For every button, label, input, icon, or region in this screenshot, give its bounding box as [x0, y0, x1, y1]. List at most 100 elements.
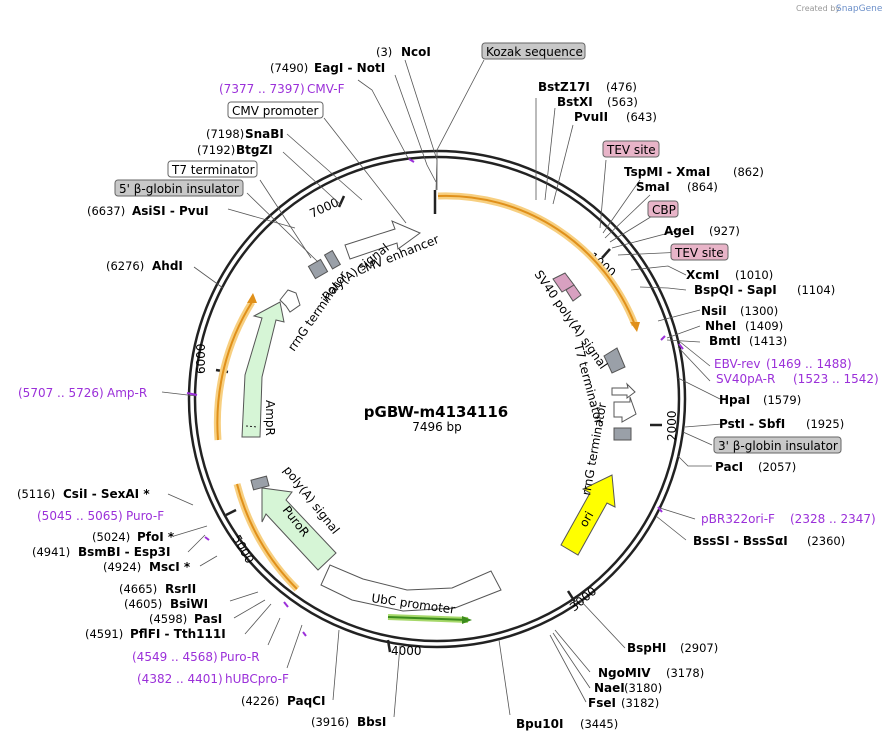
site-msci: MscI * [149, 560, 191, 574]
site-bstxi-pos: (563) [607, 95, 638, 109]
tick-3000: 3000 [567, 584, 599, 614]
site-bpu10i: Bpu10I [516, 717, 563, 731]
beta-globin-3-box [613, 427, 632, 441]
orf-arc-top-right-head [630, 322, 640, 332]
polya-box-top [323, 249, 342, 270]
site-smai: SmaI [636, 180, 670, 194]
site-bsiwi: BsiWI [170, 597, 208, 611]
site-tspmi-pos: (862) [733, 165, 764, 179]
site-csii: CsiI - SexAI * [63, 487, 150, 501]
site-ahdi-pos: (6276) [106, 259, 144, 273]
primer-pbr: pBR322ori-F [701, 512, 775, 526]
site-bsiwi-pos: (4605) [124, 597, 162, 611]
site-nsii-pos: (1300) [740, 304, 778, 318]
orf-arc-left-head [247, 293, 257, 303]
site-bsphi-pos: (2907) [680, 641, 718, 655]
primer-puror: Puro-R [220, 650, 260, 664]
rrng-term-arrow-right [613, 396, 637, 423]
site-naei: NaeI [594, 681, 625, 695]
primer-sv40: SV40pA-R [716, 372, 775, 386]
backbone-inner [193, 155, 681, 643]
site-naei-pos: (3180) [624, 681, 662, 695]
tick-2000: 2000 [665, 410, 679, 441]
tick-5000: 5000 [229, 533, 256, 566]
site-bstz17i-pos: (476) [606, 80, 637, 94]
site-bstz17i: BstZ17I [538, 80, 590, 94]
enzyme-labels-right: BstZ17I (476) BstXI (563) PvuII (643) Ts… [516, 80, 845, 731]
site-pvuii-pos: (643) [626, 110, 657, 124]
tick-marks [215, 190, 662, 653]
rrng-small-arrow [279, 289, 301, 313]
site-bbsi-pos: (3916) [311, 715, 349, 729]
site-rsrii-pos: (4665) [119, 582, 157, 596]
leader-lines [161, 59, 723, 718]
site-agei: AgeI [664, 224, 694, 238]
site-bsmbi: BsmBI - Esp3I [78, 545, 170, 559]
cmv-enhancer-arrow [344, 220, 422, 260]
primer-ebv: EBV-rev [714, 357, 760, 371]
primer-ampr-range: (5707 .. 5726) [18, 386, 104, 400]
site-psti-pos: (1925) [806, 417, 844, 431]
site-pasi: PasI [194, 612, 222, 626]
credit-prefix: Created by [796, 4, 840, 13]
primer-ampr: Amp-R [107, 386, 147, 400]
site-nhei-pos: (1409) [745, 319, 783, 333]
ori-arrow [560, 474, 616, 556]
site-paci-pos: (2057) [758, 460, 796, 474]
orf-ubc-green-line [387, 616, 469, 621]
site-asisi-pos: (6637) [87, 204, 125, 218]
enzyme-labels-left: (3) NcoI (7490) EagI - NotI (7198) SnaBI… [17, 45, 431, 729]
site-pflfi: PflFI - Tth111I [130, 627, 226, 641]
primer-hubc-range: (4382 .. 4401) [137, 672, 223, 686]
site-pvuii: PvuII [574, 110, 608, 124]
site-bsssi: BssSI - BssSαI [693, 534, 788, 548]
site-hpai: HpaI [719, 393, 750, 407]
ubc-promoter-arrow [320, 564, 502, 612]
site-msci-pos: (4924) [103, 560, 141, 574]
site-pfoi: PfoI * [137, 530, 175, 544]
tick-6000: 6000 [194, 343, 208, 374]
feature-tev-1: TEV site [606, 143, 656, 157]
site-bsphi: BspHI [627, 641, 666, 655]
primer-hubc: hUBCpro-F [225, 672, 289, 686]
primer-purof: Puro-F [126, 509, 164, 523]
backbone-outer [187, 149, 687, 649]
site-eagi: EagI - NotI [314, 61, 385, 75]
site-ngomiv-pos: (3178) [666, 666, 704, 680]
site-csii-pos: (5116) [17, 487, 55, 501]
site-tspmi: TspMI - XmaI [624, 165, 710, 179]
primer-sv40-range: (1523 .. 1542) [793, 372, 879, 386]
feature-kozak: Kozak sequence [486, 45, 583, 59]
site-bsssi-pos: (2360) [807, 534, 845, 548]
label-ori: ori [576, 509, 596, 530]
site-fsei: FseI [588, 696, 616, 710]
site-xcmi-pos: (1010) [735, 268, 773, 282]
site-ahdi: AhdI [152, 259, 183, 273]
site-nsii: NsiI [701, 304, 727, 318]
site-fsei-pos: (3182) [621, 696, 659, 710]
t7-term-arrow [611, 382, 636, 399]
primer-markers [186, 158, 684, 637]
feature-cbp: CBP [652, 203, 676, 217]
feature-t7-terminator: T7 terminator [171, 163, 255, 177]
orf-ubc-head [462, 616, 472, 624]
feature-cmv-promoter: CMV promoter [232, 104, 319, 118]
plasmid-name: pGBW-m4134116 [364, 403, 508, 421]
primer-ebv-range: (1469 .. 1488) [766, 357, 852, 371]
site-ncoi: NcoI [401, 45, 431, 59]
sv40-polya-box [603, 347, 626, 374]
site-pasi-pos: (4598) [149, 612, 187, 626]
site-snabi: SnaBI [245, 127, 284, 141]
cbp-arrow [565, 284, 582, 302]
rrng-term-box-top [307, 258, 329, 280]
feature-3-globin: 3' β-globin insulator [718, 439, 838, 453]
site-paqci: PaqCI [287, 694, 325, 708]
orf-arc-top-right-line [437, 194, 636, 326]
orf-arc-left-line [216, 301, 253, 441]
site-btgzi: BtgZI [236, 143, 273, 157]
site-bbsi: BbsI [357, 715, 386, 729]
site-bspqi-pos: (1104) [797, 283, 835, 297]
primer-cmvf-range: (7377 .. 7397) [219, 82, 305, 96]
site-ngomiv: NgoMIV [598, 666, 651, 680]
